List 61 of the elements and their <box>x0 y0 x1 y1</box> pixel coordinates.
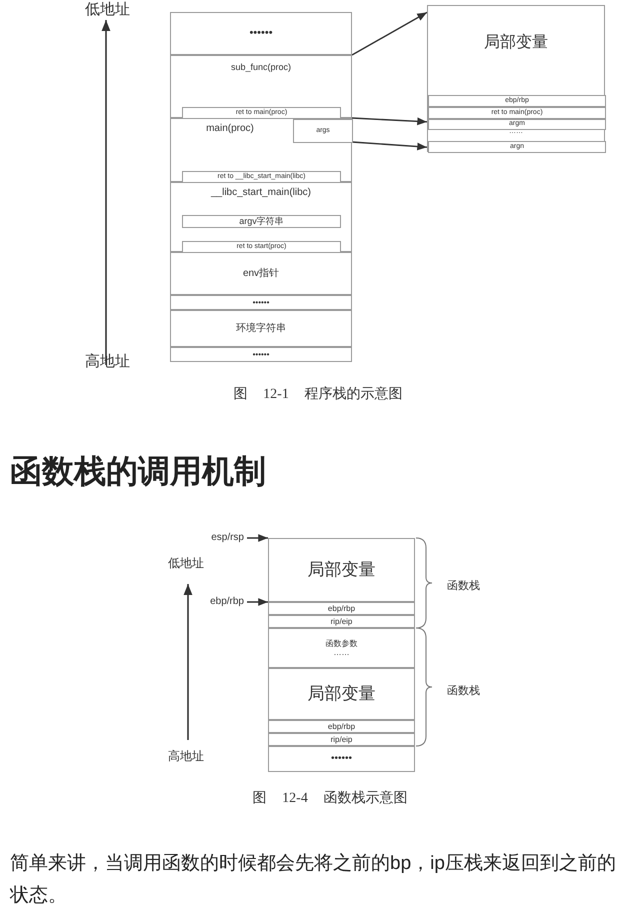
cell-text: main(proc) <box>206 123 254 134</box>
stack-cell <box>170 118 352 182</box>
paragraph: 简单来讲，当调用函数的时候都会先将之前的bp，ip压栈来返回到之前的状态。 <box>10 852 617 908</box>
cell-text: env指针 <box>242 268 280 280</box>
stack-cell <box>268 720 415 733</box>
stack-cell <box>182 241 341 253</box>
cell-text: sub_func(proc) <box>230 62 292 72</box>
register-label: ebp/rbp <box>194 595 244 609</box>
section-heading: 函数栈的调用机制 <box>10 452 266 491</box>
stack-cell <box>268 733 415 746</box>
stack-cell <box>182 215 341 228</box>
address-label: 低地址 <box>85 0 130 19</box>
address-label: 低地址 <box>168 555 204 572</box>
cell-text: 局部变量 <box>308 560 376 580</box>
arrow <box>352 141 428 150</box>
cell-text: …… <box>334 648 350 658</box>
brace-label: 函数栈 <box>447 684 480 698</box>
stack-cell <box>170 347 352 362</box>
stack-cell <box>170 295 352 310</box>
stack-cell <box>427 5 605 152</box>
arrow <box>247 534 268 542</box>
arrow <box>352 117 428 126</box>
cell-text: •••••• <box>252 350 270 360</box>
register-label: esp/rsp <box>196 531 244 545</box>
cell-text: ebp/rbp <box>328 604 356 614</box>
cell-text: 局部变量 <box>484 34 548 52</box>
cell-text: 局部变量 <box>308 684 376 704</box>
cell-text: 函数参数 <box>326 638 358 648</box>
stack-cell <box>428 119 606 130</box>
figure-caption: 图 12-1 程序栈的示意图 <box>234 385 402 403</box>
stack-cell <box>182 171 341 183</box>
cell-text: •••••• <box>249 27 273 40</box>
stack-cell <box>170 12 352 55</box>
stack-cell <box>268 668 415 720</box>
arrow <box>247 598 268 606</box>
stack-cell <box>170 310 352 347</box>
stack-cell <box>268 615 415 628</box>
stack-cell <box>170 252 352 295</box>
cell-text: rip/eip <box>330 734 352 744</box>
cell-text: •••••• <box>330 753 352 765</box>
stack-cell <box>170 182 352 252</box>
stack-cell <box>428 107 606 119</box>
stack-cell <box>182 107 341 119</box>
cell-text: rip/eip <box>330 616 352 626</box>
stack-cell <box>268 538 415 602</box>
address-label: 高地址 <box>168 748 204 765</box>
cell-text: ebp/rbp <box>328 722 356 732</box>
cell-text: •••••• <box>252 298 270 308</box>
stack-cell <box>170 55 352 118</box>
brace-label: 函数栈 <box>447 579 480 593</box>
stack-cell <box>428 141 606 153</box>
arrow <box>352 12 428 56</box>
stack-cell <box>428 95 606 107</box>
cell-text: __libc_start_main(libc) <box>210 187 312 198</box>
stack-cell <box>293 119 353 143</box>
stack-cell <box>268 628 415 668</box>
cell-text: 环境字符串 <box>236 322 286 334</box>
figure-caption: 图 12-4 函数栈示意图 <box>252 790 408 807</box>
cell-text: argv字符串 <box>239 216 284 227</box>
stack-cell <box>268 602 415 615</box>
stack-cell <box>268 746 415 772</box>
